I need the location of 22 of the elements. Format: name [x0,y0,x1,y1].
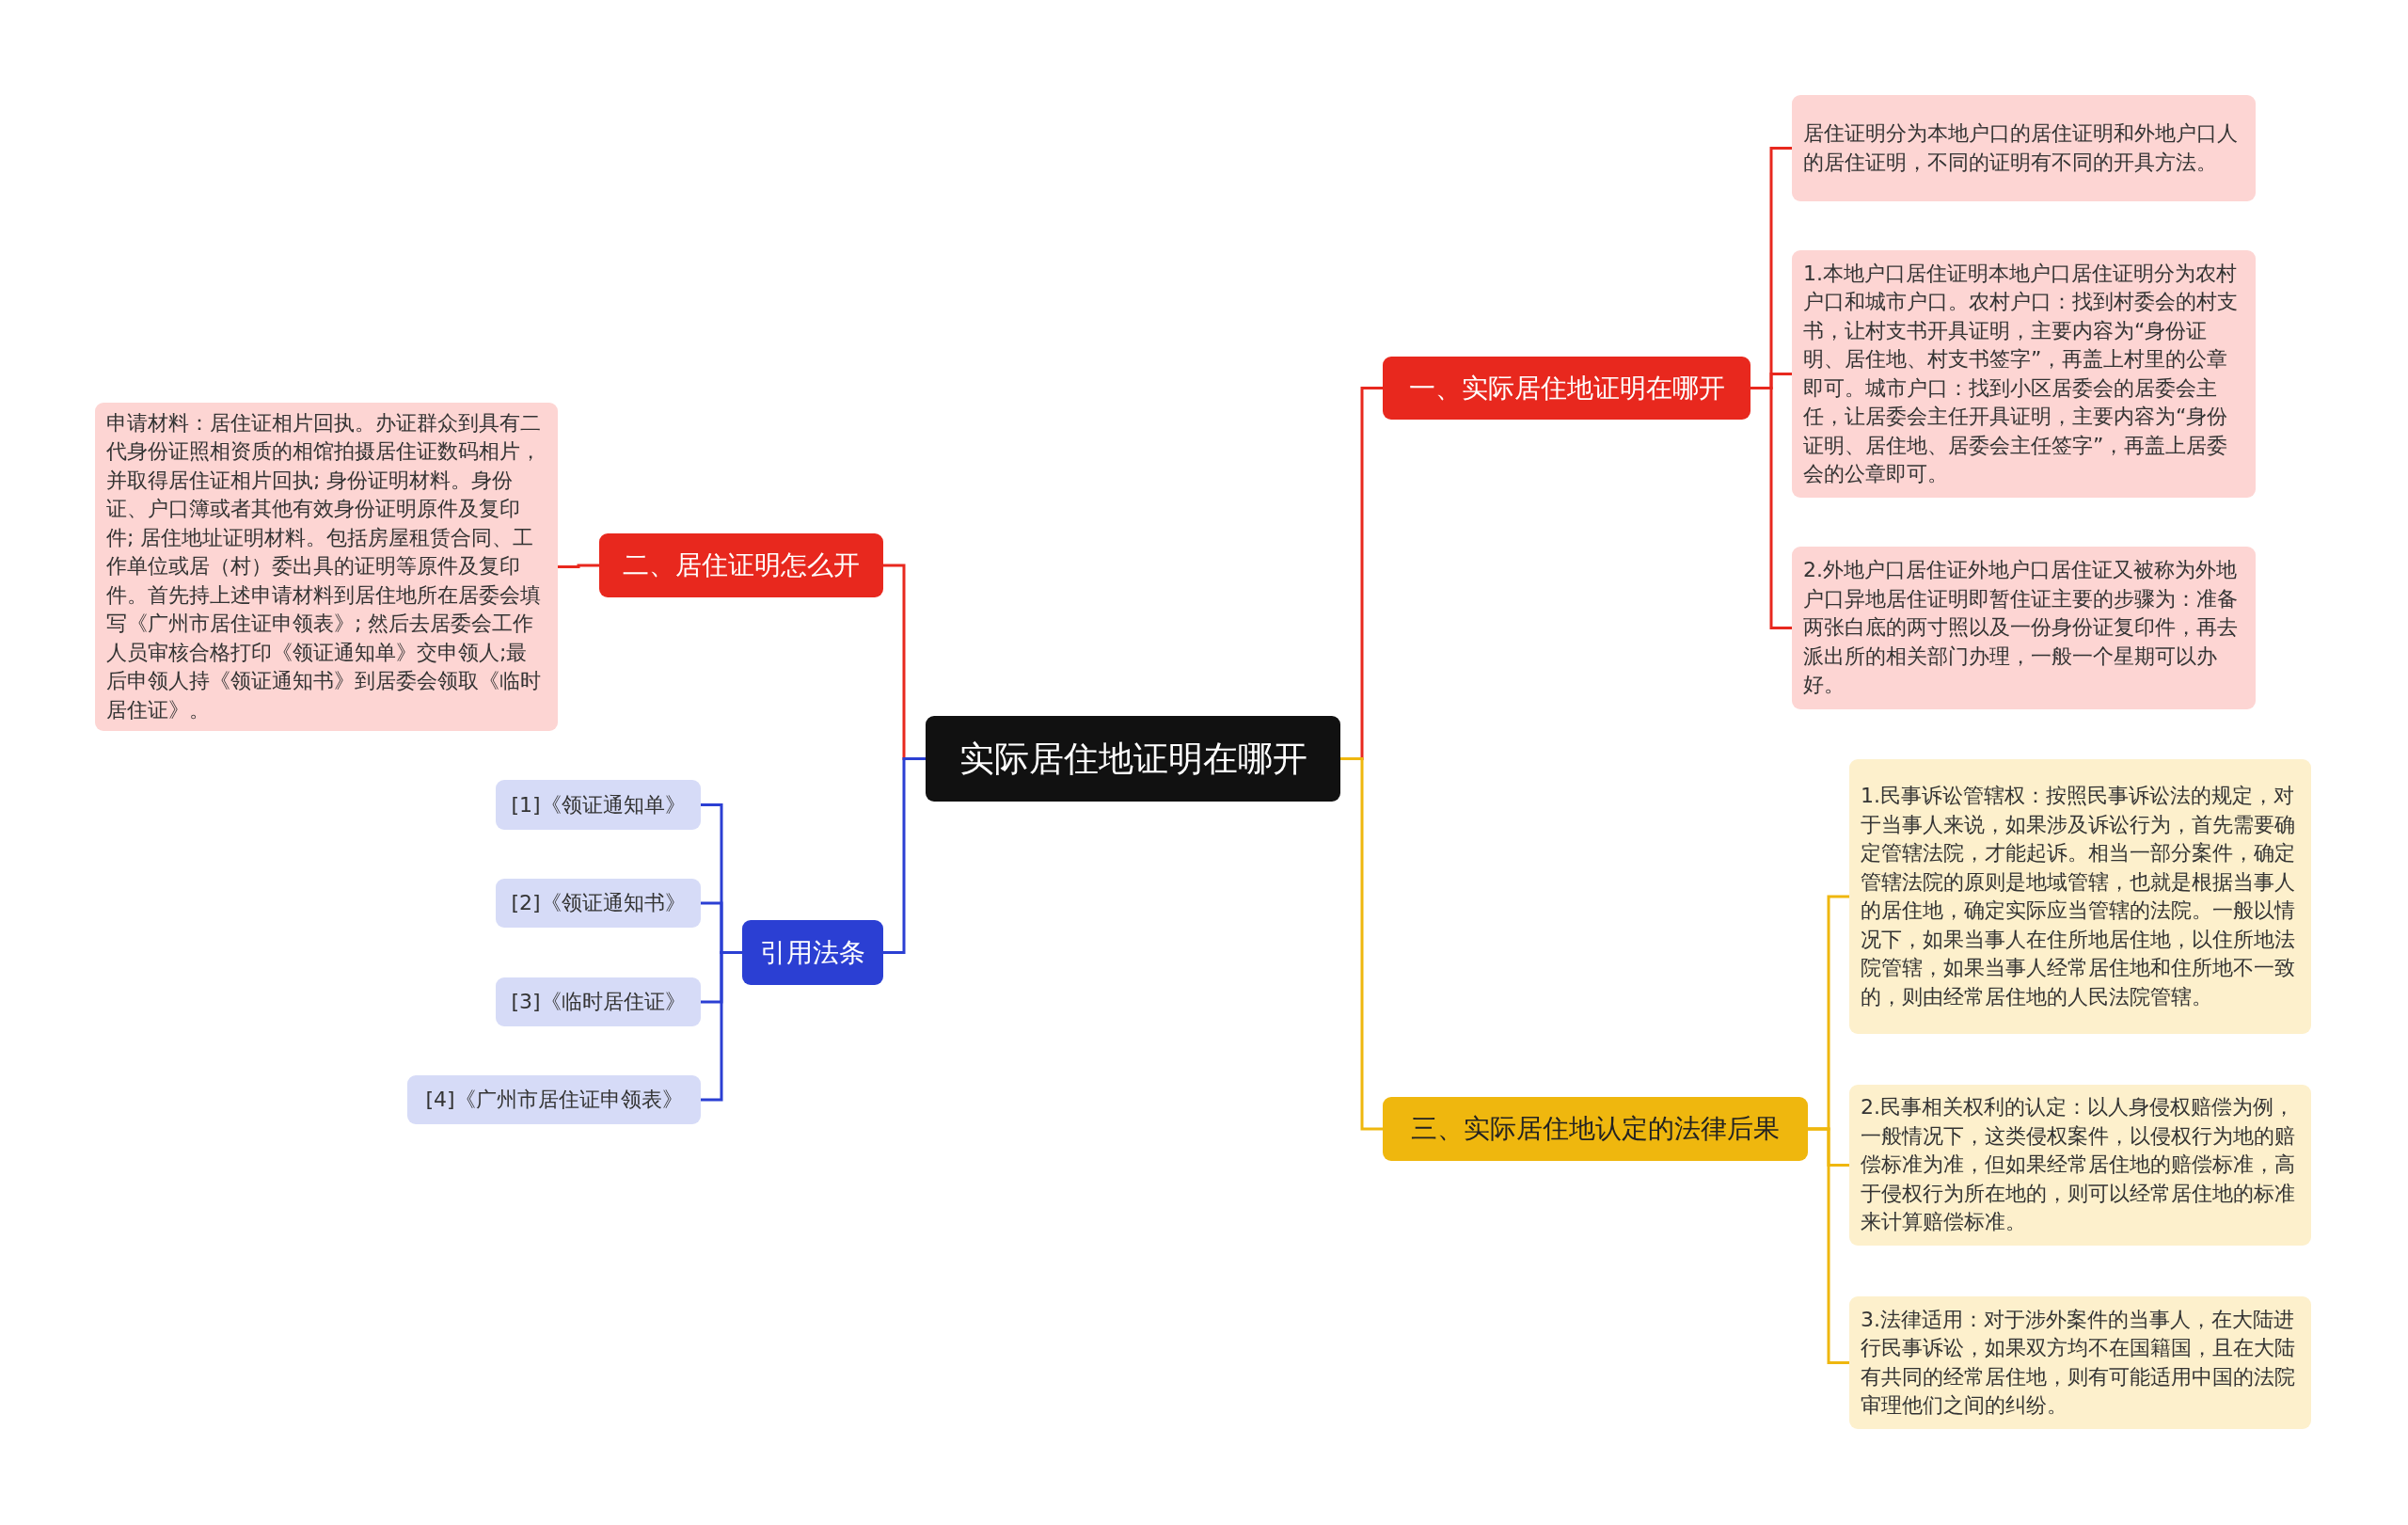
note-card: 1.民事诉讼管辖权：按照民事诉讼法的规定，对于当事人来说，如果涉及诉讼行为，首先需要确定管辖法院，才能起诉。相当一部分案件，确定管辖法院的原则是地域管辖，也就是根据当事人的居住地，确定实际应当管辖的法院。一般以情况下，如果当事人在住所地居住地，以住所地法院管辖，如果当事人经常居住地和住所地不一致的，则由经常居住地的人民法院管辖。 [1849,759,2311,1034]
note-card: 1.本地户口居住证明本地户口居住证明分为农村户口和城市户口。农村户口：找到村委会的村支书，让村支书开具证明，主要内容为“身份证明、居住地、村支书签字”，再盖上村里的公章即可。城市户口：找到小区居委会的居委会主任，让居委会主任开具证明，主要内容为“身份证明、居住地、居委会主任签字”，再盖上居委会的公章即可。 [1792,250,2256,498]
connector-line [1751,387,1792,629]
reference-tag: [2]《领证通知书》 [496,879,701,928]
branch-topic: 二、居住证明怎么开 [599,533,883,597]
note-card: 居住证明分为本地户口的居住证明和外地户口人的居住证明，不同的证明有不同的开具方法。 [1792,95,2256,201]
connector-line [1340,757,1383,1131]
connector-line [883,757,926,954]
connector-line [558,564,599,568]
reference-tag: [4]《广州市居住证申领表》 [407,1075,701,1124]
branch-topic: 一、实际居住地证明在哪开 [1383,357,1751,420]
reference-tag: [3]《临时居住证》 [496,977,701,1026]
central-topic: 实际居住地证明在哪开 [926,716,1340,802]
connector-line [701,951,742,1102]
branch-topic: 引用法条 [742,920,883,985]
branch-topic: 三、实际居住地认定的法律后果 [1383,1097,1808,1161]
note-card: 2.外地户口居住证外地户口居住证又被称为外地户口异地居住证明即暂住证主要的步骤为：准备两张白底的两寸照以及一份身份证复印件，再去派出所的相关部门办理，一般一个星期可以办好。 [1792,547,2256,709]
note-card: 3.法律适用：对于涉外案件的当事人，在大陆进行民事诉讼，如果双方均不在国籍国，且在大陆有共同的经常居住地，则有可能适用中国的法院审理他们之间的纠纷。 [1849,1296,2311,1429]
note-card: 申请材料：居住证相片回执。办证群众到具有二代身份证照相资质的相馆拍摄居住证数码相片，并取得居住证相片回执; 身份证明材料。身份证、户口簿或者其他有效身份证明原件及复印件; 居住地址证明材料。包括房屋租赁合同、工作单位或居（村）委出具的证明等原件及复印件。首先持上述申请材料到居住地所在居委会填写《广州市居住证申领表》; 然后去居委会工作人员审核合格打印《领证通知单》交申领人;最后申领人持《领证通知书》到居委会领取《临时居住证》。 [95,403,558,731]
connector-line [1808,1127,1849,1364]
reference-tag: [1]《领证通知单》 [496,780,701,830]
note-card: 2.民事相关权利的认定：以人身侵权赔偿为例，一般情况下，这类侵权案件，以侵权行为地的赔偿标准为准，但如果经常居住地的赔偿标准，高于侵权行为所在地的，则可以经常居住地的标准来计算赔偿标准。 [1849,1085,2311,1246]
